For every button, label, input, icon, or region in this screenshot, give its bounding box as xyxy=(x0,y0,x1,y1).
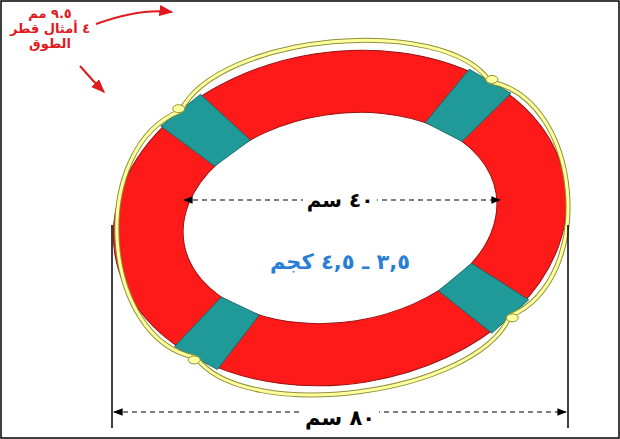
grab-line xyxy=(181,40,490,110)
grab-line xyxy=(117,111,196,358)
leader-arrow xyxy=(96,11,172,24)
ring-body xyxy=(89,18,591,417)
dimension-label: ٨٠ سم xyxy=(301,406,379,430)
weight-note: ٣,٥ ـ ٤,٥ كجم xyxy=(270,250,410,274)
callout-note: ٩.٥ مم xyxy=(5,7,95,22)
extension-line xyxy=(111,225,113,428)
extension-line xyxy=(567,225,569,428)
grab-line xyxy=(181,40,490,110)
ring-band xyxy=(425,69,511,141)
grab-line xyxy=(196,316,510,395)
ring-band xyxy=(174,297,259,370)
grab-line xyxy=(490,82,568,316)
grab-line xyxy=(196,316,510,395)
grab-line xyxy=(117,111,196,358)
grab-line-knot xyxy=(173,105,185,113)
leader-arrow xyxy=(80,66,104,92)
grab-line-knot xyxy=(486,75,498,83)
dimension-label: ٤٠ سم xyxy=(303,189,378,212)
grab-line xyxy=(490,82,568,316)
ring-band xyxy=(438,263,528,333)
ring-band xyxy=(161,94,251,166)
grab-line-knot xyxy=(506,314,518,322)
callout-note: ٤ أمثال قطر الطوق xyxy=(5,22,95,52)
grab-line-knot xyxy=(188,356,200,364)
